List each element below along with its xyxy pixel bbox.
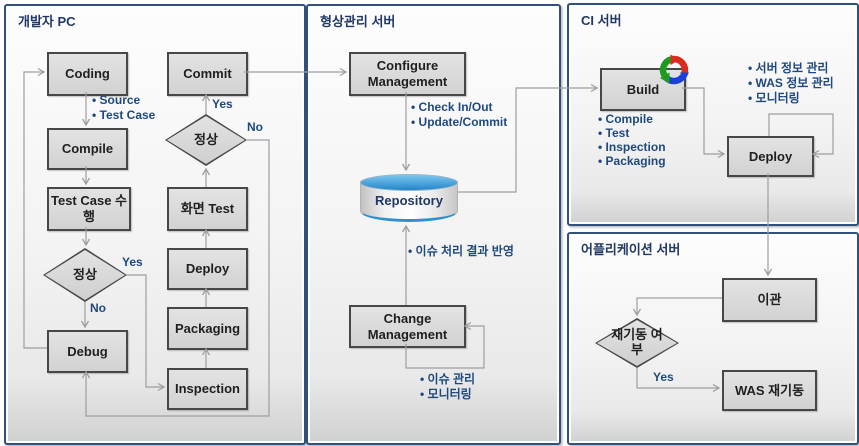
node-deploy-dev-label: Deploy [185, 261, 230, 277]
node-configure-management-label: Configure Management [367, 58, 448, 89]
annotation-line: • Update/Commit [411, 115, 508, 129]
node-packaging: Packaging [167, 307, 248, 350]
node-debug: Debug [47, 330, 128, 373]
node-migration-label: 이관 [757, 292, 782, 308]
annotation-line: • Check In/Out [411, 100, 493, 114]
annotation-line: • Packaging [598, 154, 666, 168]
panel-scm-server: 형상관리 서버 [306, 4, 561, 445]
panel-app-server-title: 어플리케이션 서버 [581, 242, 681, 257]
node-commit-label: Commit [183, 66, 232, 82]
annotation-configure-ops: • Check In/Out • Update/Commit [411, 100, 507, 130]
annotation-line: • 서버 정보 관리 [748, 61, 829, 75]
annotation-line: • 모니터링 [420, 387, 472, 401]
annotation-line: • Inspection [598, 140, 666, 154]
edge-label-restart-yes: Yes [653, 370, 674, 384]
annotation-coding-outputs: • Source • Test Case [92, 93, 155, 123]
node-was-restart-label: WAS 재기동 [734, 382, 805, 398]
annotation-line: • 이슈 관리 [420, 372, 476, 386]
node-inspection-label: Inspection [174, 381, 240, 397]
node-deploy-ci: Deploy [727, 136, 814, 177]
node-packaging-label: Packaging [174, 320, 241, 336]
node-compile-label: Compile [61, 141, 114, 157]
node-commit: Commit [167, 52, 248, 96]
node-test-case-run: Test Case 수행 [47, 187, 131, 231]
annotation-line: • Source [92, 93, 141, 107]
panel-ci-server-title: CI 서버 [581, 13, 622, 28]
annotation-issue-ops: • 이슈 관리 • 모니터링 [420, 372, 475, 402]
panel-developer-pc-title: 개발자 PC [18, 14, 76, 29]
node-change-management-label: Change Management [367, 310, 448, 342]
annotation-line: • WAS 정보 관리 [748, 76, 834, 90]
node-deploy-dev: Deploy [167, 248, 248, 290]
panel-scm-server-title: 형상관리 서버 [320, 14, 396, 29]
annotation-issue-reflect: • 이슈 처리 결과 반영 [408, 244, 514, 259]
repository-cylinder-top [360, 174, 458, 191]
node-screen-test-label: 화면 Test [180, 201, 235, 217]
refresh-cycle-icon [659, 54, 689, 85]
node-was-restart: WAS 재기동 [722, 370, 817, 411]
node-inspection: Inspection [167, 368, 248, 410]
decision-normal-upper: 정상 [165, 114, 247, 166]
annotation-line: • Test [598, 126, 630, 140]
decision-normal-lower-label: 정상 [73, 266, 97, 282]
annotation-line: • 이슈 처리 결과 반영 [408, 244, 514, 258]
annotation-line: • Test Case [92, 108, 156, 122]
annotation-deploy-ops: • 서버 정보 관리 • WAS 정보 관리 • 모니터링 [748, 61, 834, 106]
annotation-line: • 모니터링 [748, 91, 800, 105]
node-compile: Compile [47, 128, 128, 170]
edge-label-lower-yes: Yes [122, 255, 143, 269]
edge-label-upper-yes: Yes [212, 97, 233, 111]
decision-normal-lower: 정상 [43, 248, 127, 302]
annotation-line: • Compile [598, 112, 653, 126]
node-build-label: Build [626, 81, 660, 97]
decision-normal-upper-label: 정상 [194, 131, 218, 147]
node-repository-label: Repository [375, 193, 443, 208]
decision-restart-label: 재기동 여부 [611, 327, 663, 357]
edge-label-lower-no: No [90, 301, 106, 315]
node-configure-management: Configure Management [349, 52, 466, 96]
node-repository: Repository [360, 174, 458, 222]
annotation-build-tasks: • Compile • Test • Inspection • Packagin… [598, 112, 666, 168]
node-deploy-ci-label: Deploy [748, 148, 793, 164]
node-screen-test: 화면 Test [167, 187, 248, 231]
node-coding: Coding [47, 52, 128, 96]
node-build: Build [600, 68, 686, 111]
node-coding-label: Coding [65, 66, 110, 82]
node-debug-label: Debug [67, 343, 108, 359]
decision-restart: 재기동 여부 [595, 318, 679, 368]
node-test-case-run-label: Test Case 수행 [50, 193, 128, 224]
node-migration: 이관 [722, 278, 817, 322]
edge-label-upper-no: No [247, 120, 263, 134]
node-change-management: Change Management [349, 305, 466, 348]
